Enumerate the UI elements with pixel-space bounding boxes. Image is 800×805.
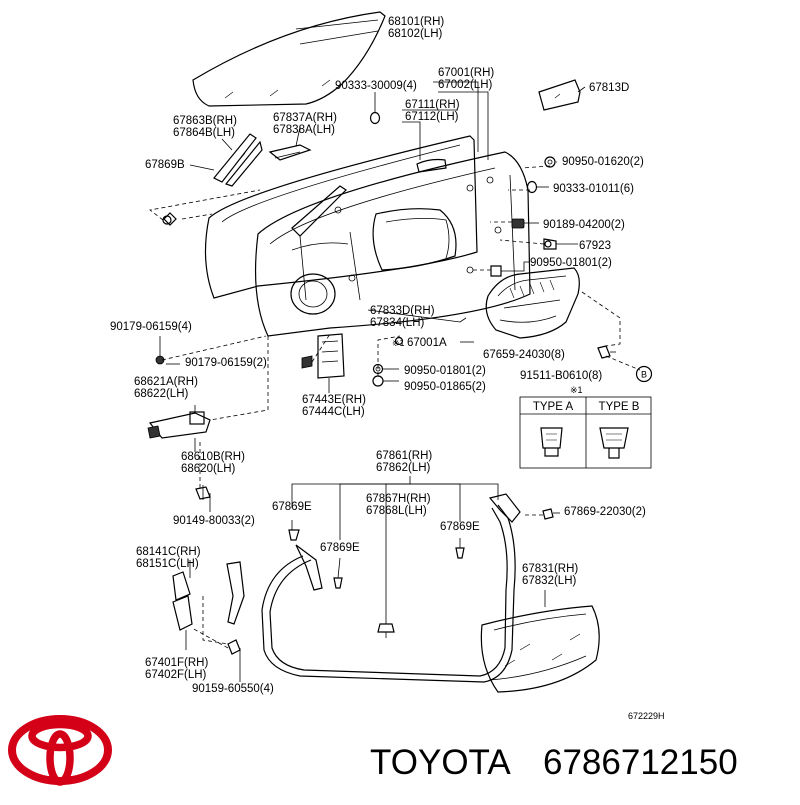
part-label: 90333-01011(6) bbox=[553, 183, 634, 195]
part-label: 90179-06159(2) bbox=[185, 357, 267, 369]
part-label: 90189-04200(2) bbox=[543, 219, 625, 231]
door-trim-panel bbox=[485, 267, 580, 339]
callout-letter-b: B bbox=[641, 370, 647, 380]
part-label: 68151C(LH) bbox=[136, 558, 199, 570]
glass-run-channel bbox=[226, 561, 245, 625]
part-label: 67869B bbox=[145, 159, 185, 171]
service-hole-cover bbox=[480, 605, 600, 693]
door-glass bbox=[192, 11, 386, 107]
part-number-labels: 68101(RH)68102(LH) 67001(RH)67002(LH) 9033… bbox=[110, 16, 665, 721]
note-mark-table: ※1 bbox=[570, 385, 583, 395]
part-label: 672229H bbox=[628, 711, 665, 721]
inside-handle bbox=[147, 411, 211, 439]
part-label: 90179-06159(4) bbox=[110, 321, 192, 333]
part-label: 90950-01865(2) bbox=[404, 381, 486, 393]
part-label: 67838A(LH) bbox=[273, 124, 335, 136]
leader-lines bbox=[149, 19, 641, 682]
mirror-cover bbox=[538, 79, 581, 111]
type-table bbox=[519, 396, 652, 469]
part-label: 67001(RH) bbox=[438, 67, 494, 79]
part-label: 90950-01801(2) bbox=[530, 257, 612, 269]
part-label: 67867H(RH) bbox=[366, 493, 431, 505]
part-label: 68101(RH) bbox=[388, 16, 444, 28]
part-label: 68610B(RH) bbox=[181, 451, 245, 463]
part-label: 67869E bbox=[320, 542, 360, 554]
part-label: 67401F(RH) bbox=[145, 657, 208, 669]
part-label: 67869E bbox=[440, 521, 480, 533]
part-label: 67833D(RH) bbox=[370, 305, 435, 317]
part-label: 67832(LH) bbox=[522, 575, 577, 587]
part-label: 67834(LH) bbox=[370, 317, 425, 329]
part-label: 67869-22030(2) bbox=[564, 506, 646, 518]
part-number: 6786712150 bbox=[543, 743, 738, 782]
part-label: 67402F(LH) bbox=[145, 669, 207, 681]
door-inner-frame bbox=[254, 151, 531, 337]
part-label: 90950-01801(2) bbox=[404, 365, 486, 377]
note-mark: ※1 bbox=[392, 338, 405, 348]
part-label: 67443E(RH) bbox=[302, 394, 366, 406]
belt-moulding bbox=[172, 571, 193, 631]
part-label: 67837A(RH) bbox=[273, 112, 337, 124]
part-label: 67112(LH) bbox=[405, 111, 459, 123]
part-label: 68620(LH) bbox=[181, 463, 236, 475]
part-label: 68141C(RH) bbox=[136, 546, 201, 558]
part-label: 67923 bbox=[579, 240, 611, 252]
type-a-clip-icon bbox=[540, 427, 563, 457]
garnish-bracket bbox=[268, 144, 312, 161]
window-regulator bbox=[291, 185, 347, 301]
part-label: 67444C(LH) bbox=[302, 406, 365, 418]
part-label: 67002(LH) bbox=[438, 79, 493, 91]
weatherstrip-clip bbox=[377, 623, 395, 638]
door-lock-assembly bbox=[301, 333, 345, 379]
toyota-logo bbox=[8, 715, 112, 786]
window-channel bbox=[213, 133, 263, 187]
part-label: 67831(RH) bbox=[522, 563, 578, 575]
part-label: 67862(LH) bbox=[376, 462, 431, 474]
part-label: 68622(LH) bbox=[134, 388, 189, 400]
part-label: 90159-60550(4) bbox=[192, 683, 274, 695]
part-label: 68621A(RH) bbox=[134, 376, 198, 388]
door-outer-panel bbox=[204, 135, 478, 299]
part-label: 67001A bbox=[407, 337, 447, 349]
part-label: 67111(RH) bbox=[405, 99, 460, 111]
part-label: 67868L(LH) bbox=[366, 505, 427, 517]
part-label: 68102(LH) bbox=[388, 28, 443, 40]
part-label: 67863B(RH) bbox=[173, 115, 237, 127]
part-label: 90333-30009(4) bbox=[335, 80, 417, 92]
callout-markers: B bbox=[394, 336, 653, 383]
brand-name: TOYOTA bbox=[370, 743, 511, 782]
part-label: 90950-01620(2) bbox=[562, 156, 644, 168]
door-weatherstrip bbox=[261, 493, 521, 683]
type-table-header: TYPE B bbox=[599, 401, 640, 413]
part-label: 90149-80033(2) bbox=[173, 515, 255, 527]
part-label: 91511-B0610(8) bbox=[520, 370, 602, 382]
type-b-clip-icon bbox=[599, 427, 629, 459]
part-label: 67813D bbox=[589, 82, 629, 94]
part-label: 67659-24030(8) bbox=[483, 349, 565, 361]
type-table-header: TYPE A bbox=[533, 401, 574, 413]
clip-fasteners bbox=[155, 111, 557, 387]
part-label: 67864B(LH) bbox=[173, 127, 235, 139]
part-label: 67861(RH) bbox=[376, 450, 432, 462]
part-label: 67869E bbox=[272, 501, 312, 513]
